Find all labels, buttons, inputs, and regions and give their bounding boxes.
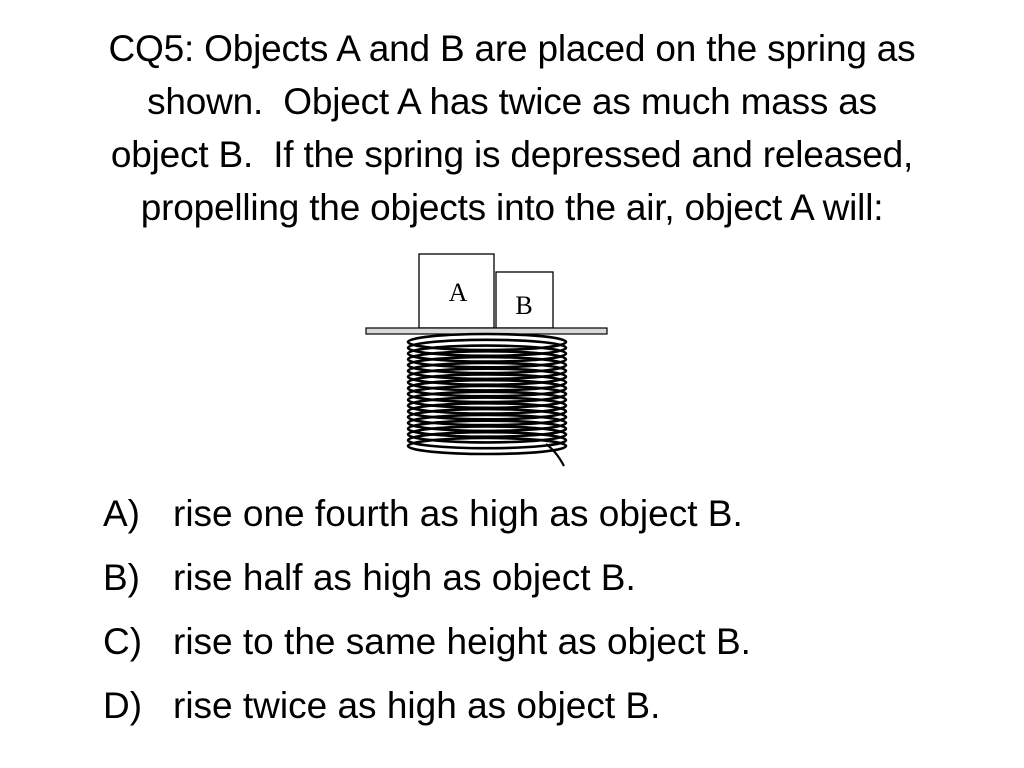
spring-coil [406,373,568,392]
option-letter: C) [103,621,143,662]
spring-coil [406,425,568,444]
spring-coil [406,390,568,410]
spring-coil [406,350,568,369]
option-b[interactable]: B) rise half as high as object B. [103,552,983,616]
option-letter: D) [103,685,143,726]
option-c[interactable]: C) rise to the same height as object B. [103,616,983,680]
spring-diagram: A B [365,253,608,467]
block-b [495,271,554,329]
spring-coil [406,338,568,358]
option-text: rise to the same height as object B. [173,621,751,662]
option-text: rise one fourth as high as object B. [173,493,743,534]
spring-coil [406,378,568,398]
option-text: rise twice as high as object B. [173,685,661,726]
spring-end [545,443,565,467]
question-text: CQ5: Objects A and B are placed on the s… [0,22,1024,234]
spring-coil [406,402,568,421]
block-a [418,253,495,329]
option-letter: B) [103,557,140,598]
block-b-label: B [515,291,532,320]
answer-options: A) rise one fourth as high as object B. … [103,488,983,744]
option-text: rise half as high as object B. [173,557,636,598]
question-line-3: object B. If the spring is depressed and… [110,134,914,175]
question-line-2: shown. Object A has twice as much mass a… [147,81,877,122]
spring-coil [406,436,568,456]
option-d[interactable]: D) rise twice as high as object B. [103,680,983,744]
question-line-4: propelling the objects into the air, obj… [140,187,884,228]
option-letter: A) [103,493,140,534]
spring-coils [406,332,568,456]
spring-figure: A B [360,248,620,480]
question-line-1: CQ5: Objects A and B are placed on the s… [108,28,916,69]
block-a-label: A [449,278,468,307]
spring-coil [406,430,568,450]
option-a[interactable]: A) rise one fourth as high as object B. [103,488,983,552]
